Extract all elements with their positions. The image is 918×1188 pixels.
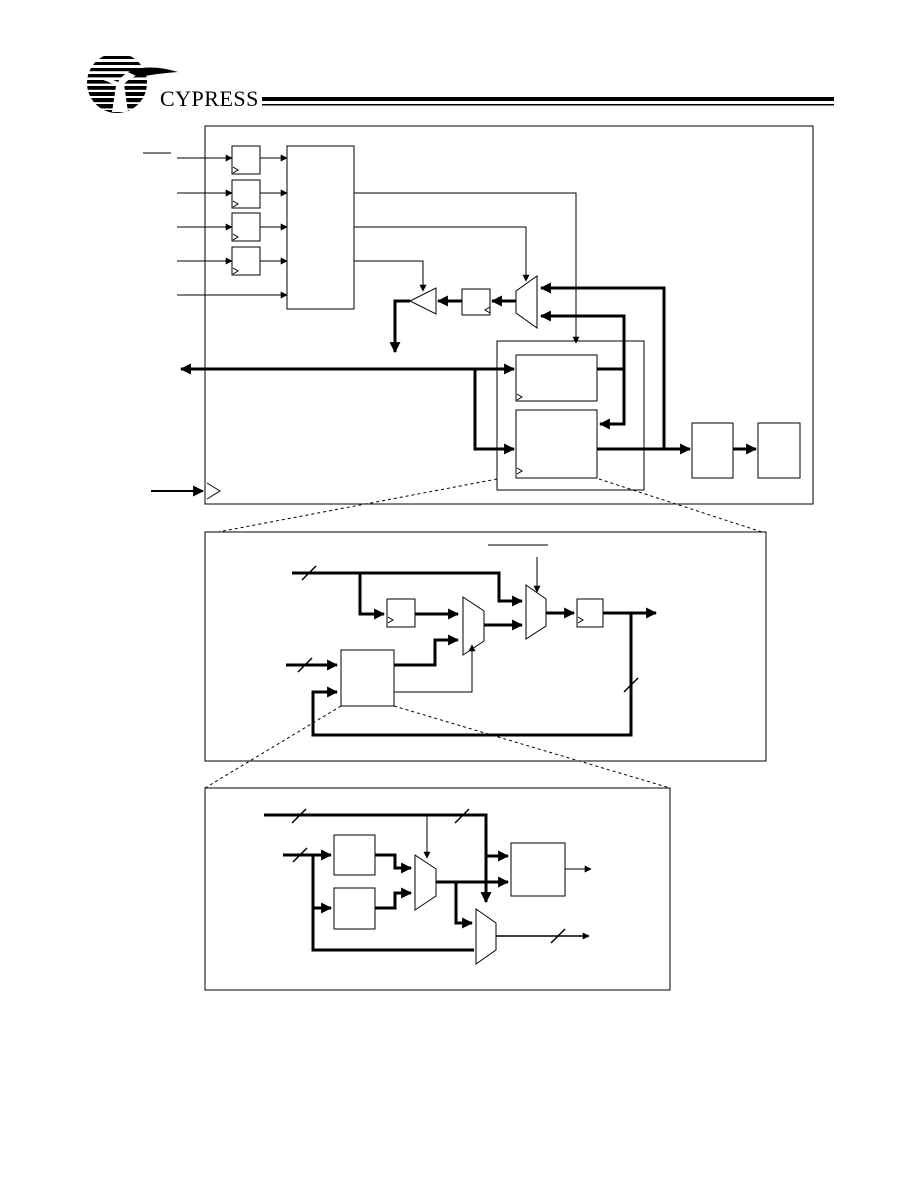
- bottom-block-1: [333, 834, 376, 876]
- control-line-to-buffer: [354, 260, 427, 292]
- output-mux: [515, 275, 538, 329]
- middle-mux-1: [462, 596, 485, 656]
- bottom-bus-input: [264, 813, 492, 904]
- bottom-mux-2: [475, 908, 497, 965]
- bottom-output-block: [510, 842, 566, 897]
- control-line-to-memory: [354, 192, 580, 344]
- cypress-logo-icon: [87, 53, 178, 113]
- control-logic-block: [286, 145, 355, 310]
- middle-detail-diagram: [204, 531, 767, 762]
- memory-block-upper: [515, 354, 598, 402]
- clock-symbol: [206, 482, 221, 500]
- middle-logic-block: [340, 649, 395, 707]
- input-register-4: [231, 246, 261, 276]
- output-block-1: [691, 422, 734, 479]
- output-buffer-triangle: [408, 287, 437, 315]
- control-line-to-mux: [354, 226, 530, 282]
- header-rule-thick: [262, 97, 834, 101]
- output-block-2: [757, 422, 801, 479]
- bottom-detail-diagram: [204, 787, 671, 991]
- input-register-2: [231, 179, 261, 209]
- middle-diagram-frame: [204, 531, 767, 762]
- output-register: [461, 288, 491, 316]
- zoom-callout-1: [217, 478, 763, 533]
- bottom-mux-1: [414, 854, 437, 911]
- memory-block-lower: [515, 409, 598, 479]
- header-rule-thin: [262, 104, 834, 106]
- middle-register-2: [576, 598, 604, 628]
- page-header: CYPRESS: [87, 53, 834, 113]
- top-diagram-frame: [204, 125, 814, 505]
- bottom-block-2: [333, 887, 376, 930]
- middle-bus-input: [292, 571, 524, 607]
- input-register-3: [231, 212, 261, 242]
- middle-mux-2: [525, 584, 547, 640]
- brand-wordmark: CYPRESS: [160, 86, 259, 111]
- top-block-diagram: [143, 125, 814, 505]
- memory-group-outline: [496, 340, 645, 491]
- bottom-diagram-frame: [204, 787, 671, 991]
- input-register-1: [231, 145, 261, 175]
- zoom-callout-2: [204, 705, 671, 789]
- middle-register-1: [386, 598, 416, 628]
